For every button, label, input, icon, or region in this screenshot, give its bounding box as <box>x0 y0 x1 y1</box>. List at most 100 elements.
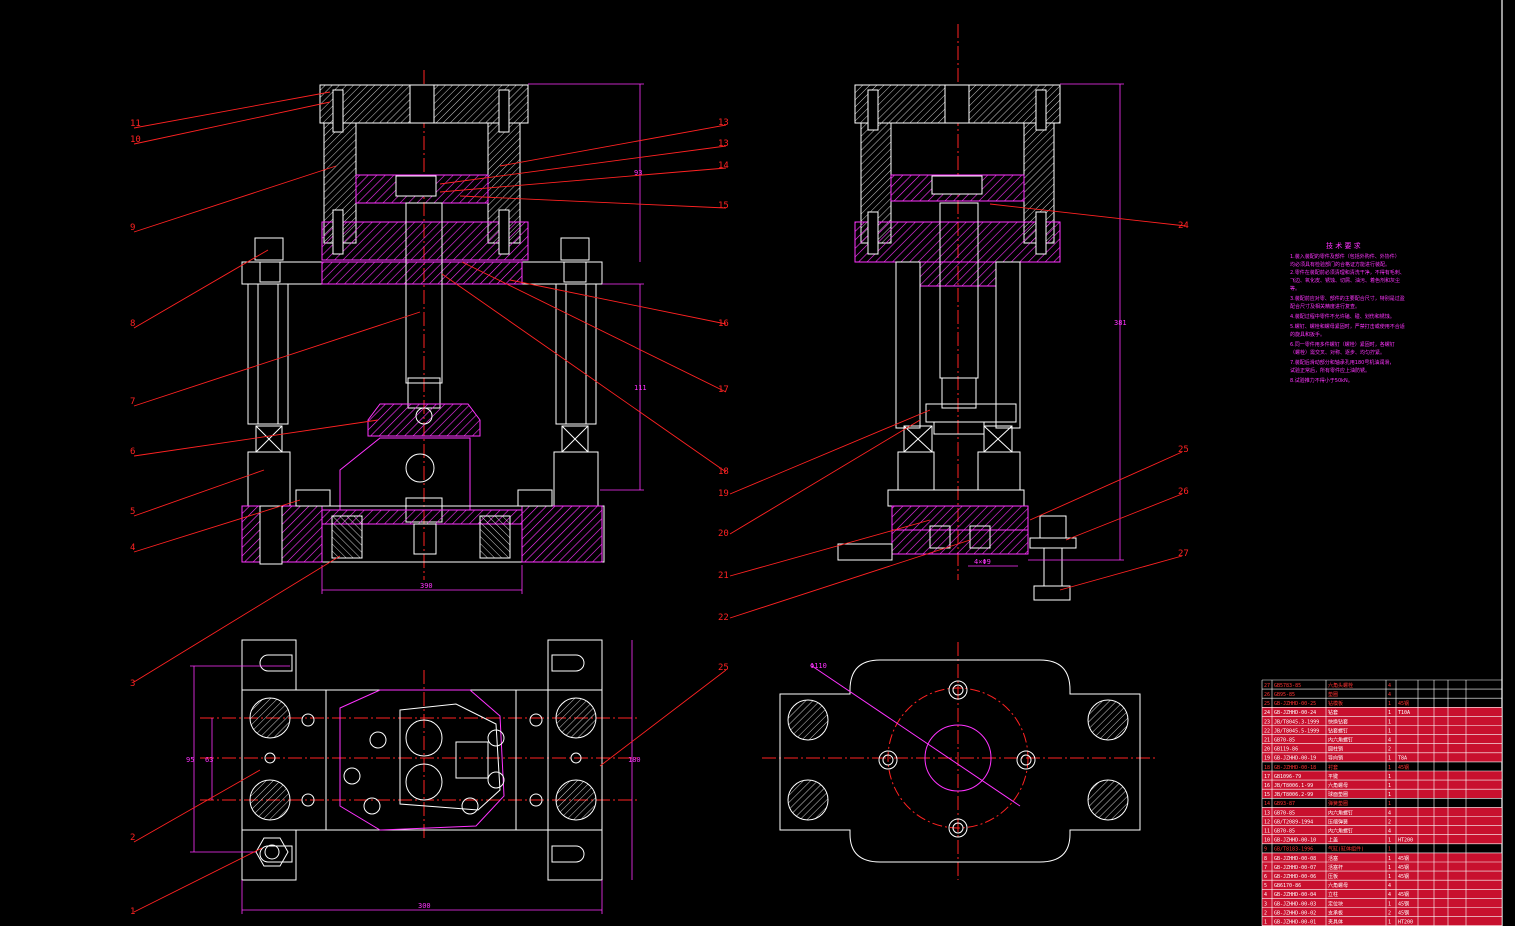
bom-cell: HT200 <box>1398 920 1413 926</box>
bom-cell: GB-JZHHD-00-04 <box>1274 892 1316 898</box>
callout-18: 18 <box>718 467 729 477</box>
bom-cell: GB1096-79 <box>1274 774 1301 780</box>
callout-13a: 13 <box>718 118 729 128</box>
bom-row-highlight <box>1262 752 1502 762</box>
bom-cell: 夹具体 <box>1328 919 1343 926</box>
callout-11: 11 <box>130 119 141 129</box>
bom-cell: 六角螺母 <box>1328 782 1348 789</box>
bom-cell: 内六角螺钉 <box>1328 828 1353 835</box>
plan-view <box>200 639 640 881</box>
callout-24: 24 <box>1178 221 1189 231</box>
callout-27: 27 <box>1178 549 1189 559</box>
bom-cell: 9 <box>1264 847 1267 853</box>
svg-text:1.装入装配的零件及部件（包括外购件、外协件）: 1.装入装配的零件及部件（包括外购件、外协件） <box>1290 253 1400 260</box>
bom-cell: 1 <box>1388 901 1391 907</box>
bom-cell: 45钢 <box>1398 764 1409 771</box>
svg-text:2.零件在装配前必须清理和清洗干净，不得有毛刺、: 2.零件在装配前必须清理和清洗干净，不得有毛刺、 <box>1290 269 1405 276</box>
callout-16: 16 <box>718 319 729 329</box>
bom-cell: GB93-87 <box>1274 801 1295 807</box>
plan-height-inner-dim: 63 <box>205 756 213 764</box>
bom-cell: 5 <box>1264 883 1267 889</box>
bom-cell: 平键 <box>1328 773 1338 780</box>
bom-cell: 3 <box>1264 901 1267 907</box>
bom-cell: 气缸(缸体组件) <box>1328 846 1364 853</box>
callouts-front: 11 10 9 8 7 6 5 4 3 2 1 13 13 14 15 16 1… <box>130 118 729 917</box>
bom-cell: 11 <box>1264 829 1270 835</box>
front-height-upper-dim: 93 <box>634 169 642 177</box>
column-right <box>555 283 597 425</box>
callout-20: 20 <box>718 529 729 539</box>
bom-cell: 支承板 <box>1328 909 1343 916</box>
bom-cell: 13 <box>1264 810 1270 816</box>
bom-cell: GB95-85 <box>1274 692 1295 698</box>
bom-row-highlight <box>1262 862 1502 872</box>
callout-21: 21 <box>718 571 729 581</box>
bom-cell: 1 <box>1388 701 1391 707</box>
bom-cell: 23 <box>1264 719 1270 725</box>
side-height-dim: 381 <box>1114 319 1127 327</box>
bom-cell: 2 <box>1388 910 1391 916</box>
bom-cell: 27 <box>1264 683 1270 689</box>
bom-cell: GB-JZHHD-00-10 <box>1274 838 1316 844</box>
bom-row-highlight <box>1262 907 1502 917</box>
bom-cell: 4 <box>1388 892 1391 898</box>
bom-cell: GB/T2089-1994 <box>1274 819 1313 825</box>
callouts-side: 24 19 20 21 22 25 26 27 <box>718 221 1189 623</box>
bom-cell: JB/T8045.5-1999 <box>1274 728 1319 734</box>
cylinder-bottom-plate <box>321 221 529 261</box>
tech-req-title: 技 术 要 求 <box>1326 241 1361 250</box>
bom-cell: 弹簧垫圈 <box>1328 800 1348 807</box>
bom-row-highlight <box>1262 871 1502 881</box>
svg-text:试验正常后，所有零件应上油防锈。: 试验正常后，所有零件应上油防锈。 <box>1290 367 1370 374</box>
front-width-dim: 390 <box>420 582 433 590</box>
bom-cell: 2 <box>1264 910 1267 916</box>
callout-22: 22 <box>718 613 729 623</box>
bom-row-highlight <box>1262 807 1502 817</box>
plan-height-left-dim: 95 <box>186 756 194 764</box>
callout-26: 26 <box>1178 487 1189 497</box>
bom-cell: 45钢 <box>1398 891 1409 898</box>
bom-cell: 导向销 <box>1328 755 1343 762</box>
svg-text:7.装配后滑动部分和轴承孔用180号机油润滑，: 7.装配后滑动部分和轴承孔用180号机油润滑， <box>1290 359 1394 366</box>
bom-cell: 45钢 <box>1398 873 1409 880</box>
bom-cell: 1 <box>1388 710 1391 716</box>
bom-cell: GB70-85 <box>1274 810 1295 816</box>
bom-cell: 六角螺母 <box>1328 882 1348 889</box>
callout-8: 8 <box>130 319 135 329</box>
bom-cell: GB/T8183-1996 <box>1274 847 1313 853</box>
bom-cell: 6 <box>1264 874 1267 880</box>
bom-cell: 内六角螺钉 <box>1328 809 1353 816</box>
bom-cell: JB/T8006.2-99 <box>1274 792 1313 798</box>
bom-cell: 4 <box>1264 892 1267 898</box>
bom-cell: 8 <box>1264 856 1267 862</box>
bom-row-highlight <box>1262 789 1502 799</box>
bom-cell: 衬套 <box>1328 764 1338 771</box>
front-dimensions <box>321 83 644 594</box>
callout-5: 5 <box>130 507 135 517</box>
svg-text:的旋具和扳手。: 的旋具和扳手。 <box>1290 331 1325 338</box>
bom-cell: T8A <box>1398 756 1407 762</box>
workpiece <box>339 437 471 511</box>
svg-text:均必须具有检验部门的合格证方能进行装配。: 均必须具有检验部门的合格证方能进行装配。 <box>1290 261 1390 268</box>
bom-cell: 26 <box>1264 692 1270 698</box>
bom-cell: 2 <box>1388 747 1391 753</box>
side-section-view <box>837 24 1077 601</box>
bom-cell: 45钢 <box>1398 909 1409 916</box>
callout-25: 25 <box>1178 445 1189 455</box>
bom-cell: GB70-85 <box>1274 829 1295 835</box>
bom-cell: 1 <box>1388 792 1391 798</box>
bom-cell: GB-JZHHD-00-06 <box>1274 874 1316 880</box>
bom-cell: 4 <box>1388 692 1391 698</box>
bom-cell: 45钢 <box>1398 900 1409 907</box>
bom-cell: 1 <box>1388 774 1391 780</box>
bom-row-highlight <box>1262 725 1502 735</box>
bom-cell: 钻套 <box>1328 709 1338 716</box>
leader-lines <box>133 91 1187 913</box>
bom-row-highlight <box>1262 816 1502 826</box>
callout-4: 4 <box>130 543 135 553</box>
bom-cell: 4 <box>1388 683 1391 689</box>
callout-13b: 13 <box>718 139 729 149</box>
svg-text:6.同一零件用多件螺钉（螺栓）紧固时，各螺钉: 6.同一零件用多件螺钉（螺栓）紧固时，各螺钉 <box>1290 341 1395 348</box>
svg-text:飞边、氧化皮、锈蚀、切屑、油污、着色剂和灰尘: 飞边、氧化皮、锈蚀、切屑、油污、着色剂和灰尘 <box>1290 277 1400 284</box>
